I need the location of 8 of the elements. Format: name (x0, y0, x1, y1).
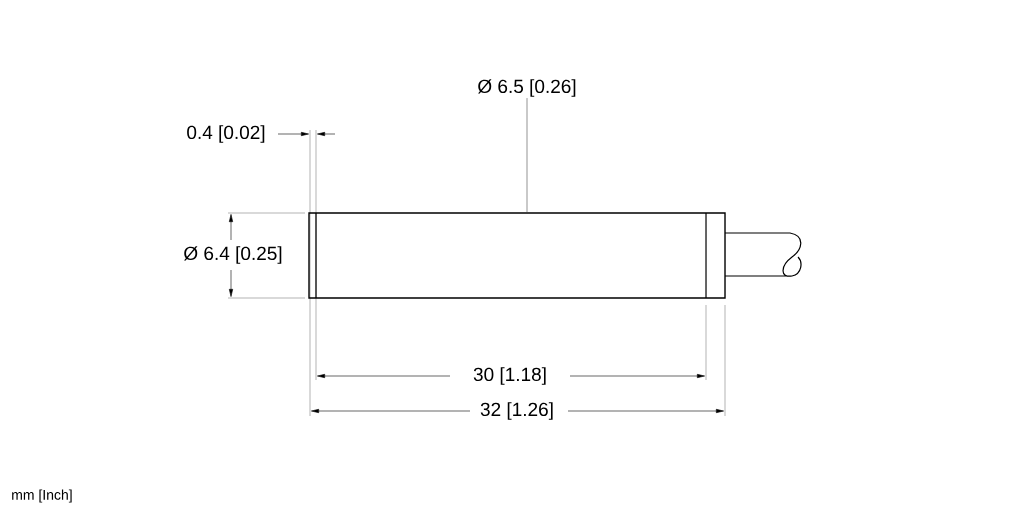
leader-line (526, 97, 528, 213)
dimension-label: 32 [1.26] (478, 400, 556, 422)
dimension-label: Ø 6.5 [0.26] (478, 79, 576, 97)
unit-note: mm [Inch] (9, 487, 75, 505)
dimension-label: Ø 6.4 [0.25] (181, 244, 285, 266)
sensor-body (308, 212, 726, 299)
dimension-label: 0.4 [0.02] (184, 123, 268, 145)
dimension-label: 30 [1.18] (471, 365, 549, 387)
